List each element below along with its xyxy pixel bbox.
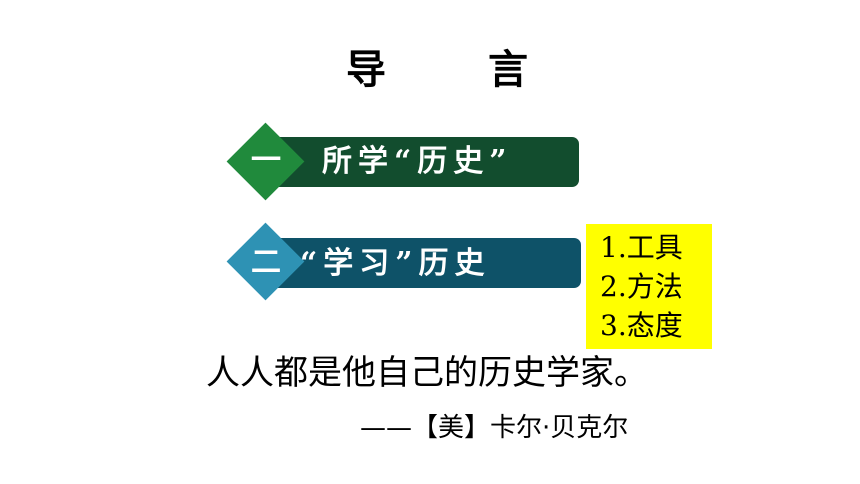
section-number-2: 二: [251, 245, 281, 280]
notes-box: 1.工具 2.方法 3.态度: [586, 224, 712, 349]
section-number-1: 一: [251, 143, 281, 178]
note-item: 2.方法: [600, 270, 683, 303]
quote-text: 人人都是他自己的历史学家。: [206, 353, 648, 393]
note-item: 1.工具: [600, 231, 683, 264]
quote-attribution: ——【美】卡尔·贝克尔: [360, 413, 629, 443]
section-bar-1[interactable]: [262, 137, 579, 187]
section-label-2: “学习”历史: [300, 246, 491, 281]
section-label-1: 所学“历史”: [322, 144, 513, 179]
note-item: 3.态度: [600, 309, 683, 342]
section-bar-2[interactable]: [262, 238, 581, 288]
slide-title: 导 言: [346, 47, 572, 93]
